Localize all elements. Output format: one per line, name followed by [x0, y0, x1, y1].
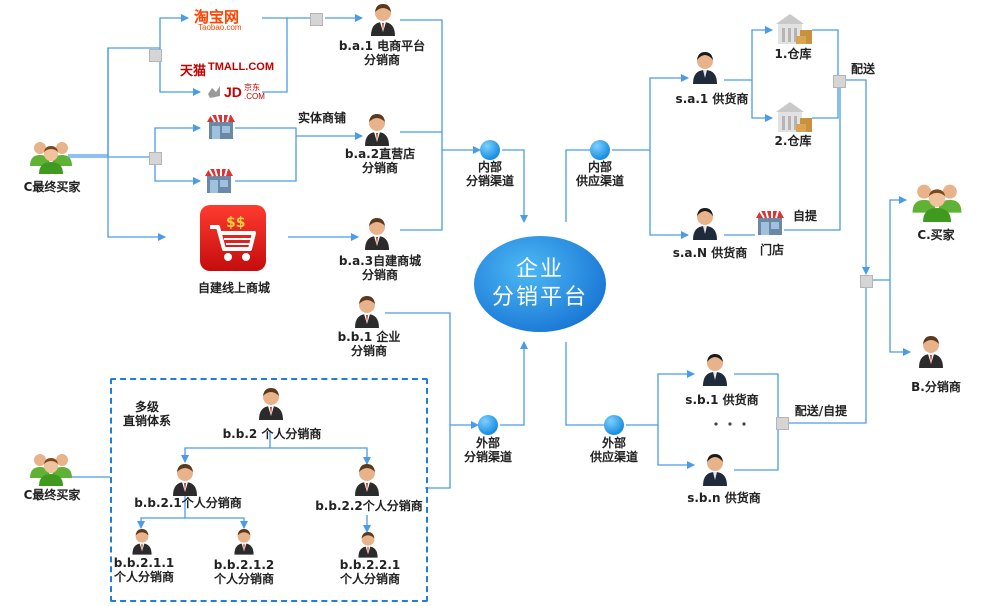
distributor-person-icon — [355, 296, 379, 328]
sbn-label: s.b.n 供货商 — [687, 491, 761, 505]
warehouse2-label: 2.仓库 — [774, 134, 812, 148]
svg-text:$$: $$ — [226, 215, 245, 231]
platform-line1: 企业 — [515, 257, 564, 282]
distributor-person-icon — [173, 464, 197, 496]
supplier-person-icon — [703, 354, 727, 386]
junction-node — [310, 13, 323, 26]
inner-supply-hub — [590, 140, 610, 160]
c-buyer-label: C.买家 — [917, 228, 955, 242]
self-mall-label: 自建线上商城 — [197, 281, 270, 295]
supplier-person-icon — [703, 454, 727, 486]
distributor-person-icon — [355, 464, 379, 496]
outer-supply-label: 外部供应渠道 — [589, 436, 638, 464]
pickup-label: 自提 — [792, 209, 817, 223]
direct-system-label: 多级直销体系 — [122, 400, 171, 428]
bb1-label: b.b.1 企业分销商 — [337, 330, 401, 358]
warehouse1-label: 1.仓库 — [774, 47, 812, 61]
ba1-label: b.a.1 电商平台分销商 — [338, 39, 426, 67]
storefront-icon — [756, 210, 784, 235]
junction-node — [149, 152, 162, 165]
bb2-label: b.b.2 个人分销商 — [222, 427, 322, 441]
platform-line2: 分销平台 — [491, 285, 588, 310]
junction-node — [860, 275, 873, 288]
distributor-person-icon — [259, 388, 283, 420]
distributor-person-icon — [365, 218, 389, 250]
tmall-logo: 天猫 TMALL.COM — [180, 61, 274, 78]
distributor-person-icon — [234, 529, 254, 555]
outer-supply-hub — [604, 415, 624, 435]
sa1-label: s.a.1 供货商 — [675, 92, 749, 106]
end-buyer-label: C最终买家 — [23, 180, 81, 194]
inner-distribution-hub — [480, 140, 500, 160]
inner-supply-label: 内部供应渠道 — [575, 160, 624, 188]
supplier-person-icon — [693, 208, 717, 240]
delivery-label: 配送 — [850, 62, 875, 76]
warehouse-icon — [776, 102, 812, 132]
ba3-label: b.a.3自建商城分销商 — [338, 254, 422, 282]
sb1-label: s.b.1 供货商 — [685, 393, 759, 407]
taobao-logo: 淘宝网 Taobao.com — [194, 9, 242, 32]
storefront-icon — [205, 168, 233, 193]
multilevel-direct-sales-box — [110, 378, 428, 602]
inner-distribution-label: 内部分销渠道 — [465, 160, 514, 188]
junction-node — [776, 417, 789, 430]
jd-logo: JD 京东 .COM — [206, 82, 268, 104]
end-buyer-label: C最终买家 — [23, 488, 81, 502]
shopping-cart-app-icon: $$ — [200, 205, 266, 271]
bb22-label: b.b.2.2个人分销商 — [315, 499, 423, 513]
bb21-label: b.b.2.1个人分销商 — [134, 496, 242, 510]
supplier-person-icon — [693, 52, 717, 84]
junction-node — [833, 75, 846, 88]
saN-label: s.a.N 供货商 — [672, 246, 748, 260]
b-distributor-label: B.分销商 — [911, 380, 961, 394]
storefront-icon — [207, 114, 235, 139]
dog-icon — [208, 86, 220, 98]
distributor-person-icon — [371, 4, 395, 36]
ba2-label: b.a.2直营店分销商 — [344, 147, 416, 175]
warehouse-icon — [776, 14, 812, 44]
delivery-pickup-label: 配送/自提 — [794, 404, 848, 418]
distributor-person-icon — [358, 532, 378, 558]
store-label: 门店 — [759, 243, 784, 257]
buyer-group-icon — [912, 184, 962, 222]
outer-distribution-label: 外部分销渠道 — [463, 436, 512, 464]
distributor-person-icon — [365, 114, 389, 146]
buyer-group-icon — [30, 454, 72, 486]
distributor-person-icon — [132, 529, 152, 555]
shopping-cart-icon: $$ — [210, 215, 256, 261]
junction-node — [149, 49, 162, 62]
physical-store-label: 实体商铺 — [297, 111, 346, 125]
enterprise-distribution-platform: 企业 分销平台 — [474, 236, 606, 332]
b-distributor-person-icon — [919, 336, 943, 368]
buyer-group-icon — [30, 142, 72, 174]
outer-distribution-hub — [478, 415, 498, 435]
